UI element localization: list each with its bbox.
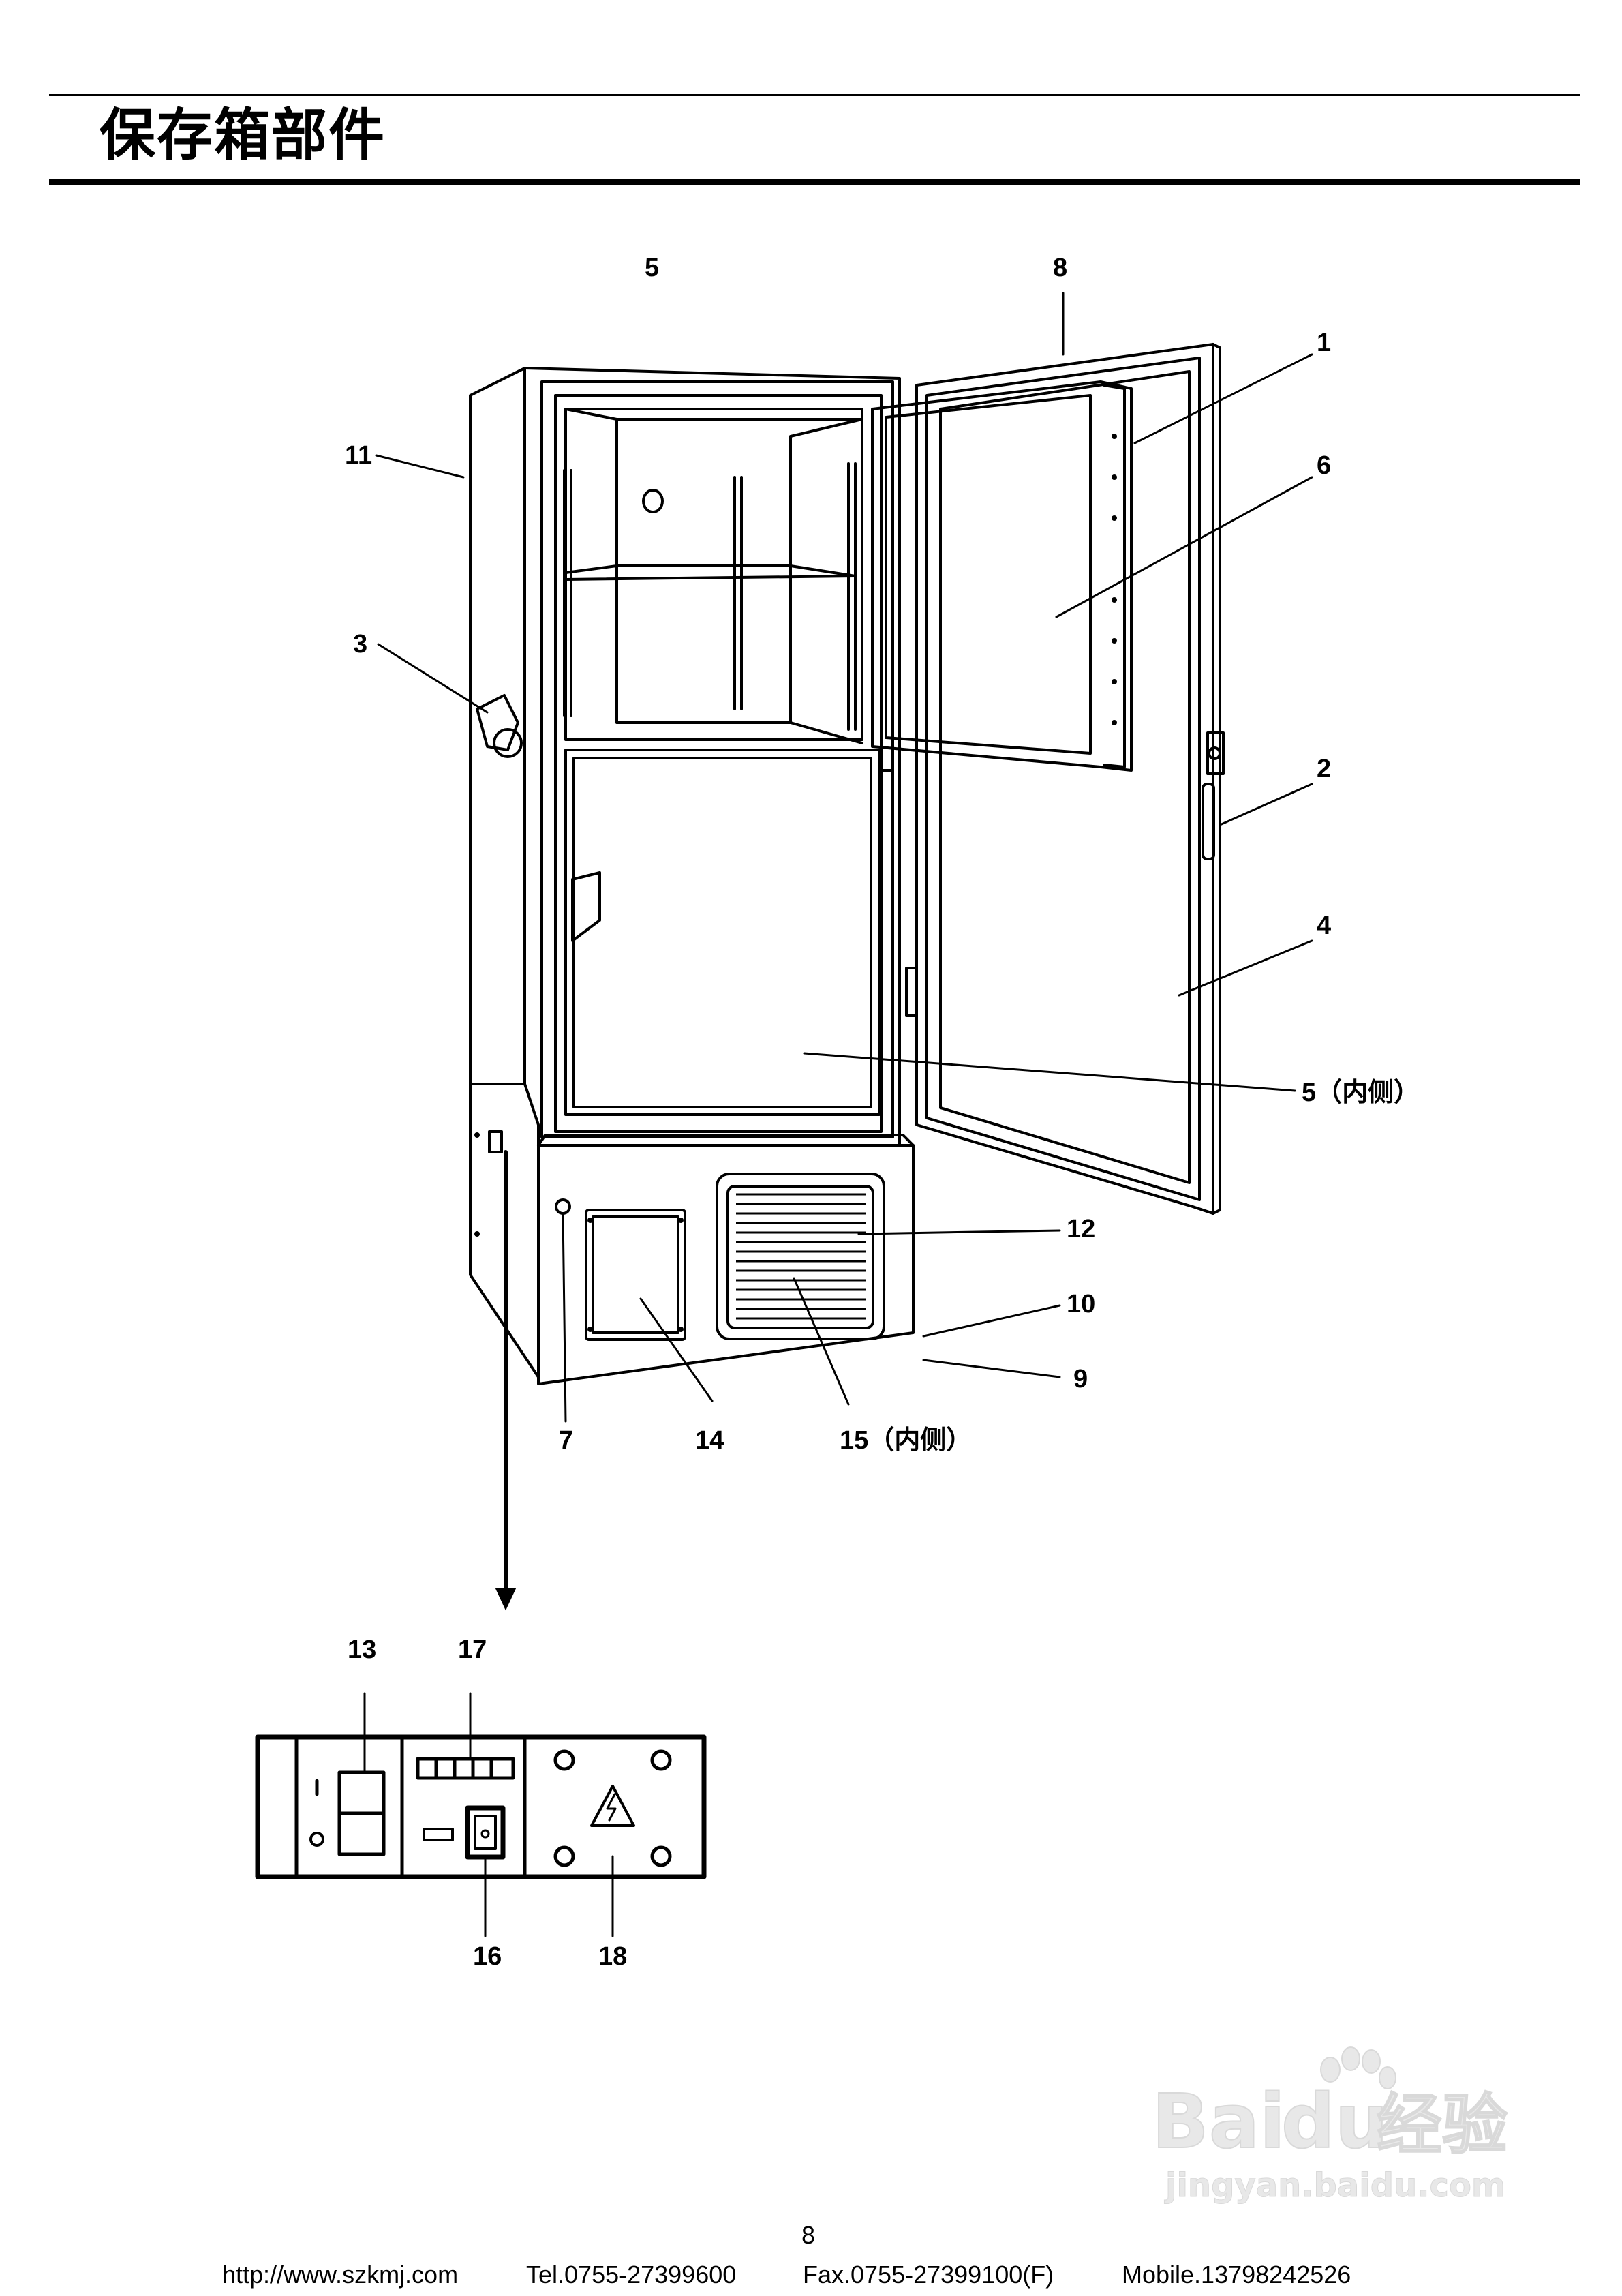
watermark-brand: Bai [1152, 2078, 1285, 2165]
callout-4: 4 [1317, 911, 1331, 940]
leader-11 [375, 454, 465, 479]
callout-5-inner: 5（内侧） [1302, 1078, 1420, 1107]
page-title: 保存箱部件 [100, 103, 386, 168]
outer-door-gasket [939, 370, 1191, 1184]
watermark-url: jingyan.baidu.com [1164, 2166, 1505, 2205]
shelf-rail-left [563, 469, 572, 717]
leader-5-inner [803, 1052, 1296, 1092]
page-number: 8 [801, 2221, 816, 2249]
callout-1: 1 [1317, 329, 1331, 357]
cabinet-opening-inner [554, 394, 883, 1133]
leader-1 [1133, 353, 1313, 444]
panel-screw-top-left [553, 1749, 575, 1771]
callout-17: 17 [458, 1635, 487, 1664]
door-hinge-rivets [474, 434, 1117, 1332]
callout-7: 7 [559, 1426, 573, 1455]
callout-5-top: 5 [645, 254, 659, 282]
terminal-block-17-cells [434, 1757, 493, 1780]
header-bottom-rule [49, 179, 1580, 185]
panel-screw-bottom-left [553, 1845, 575, 1867]
outer-door-inner-frame [925, 357, 1201, 1201]
baidu-jingyan-watermark: Bai du 经验 jingyan.baidu.com [1152, 2046, 1508, 2205]
access-panel-14 [585, 1209, 686, 1341]
footer-tel: Tel.0755-27399600 [526, 2261, 737, 2289]
leader-7 [562, 1212, 567, 1423]
leader-6 [1055, 476, 1313, 618]
callout-15-inner: 15（内侧） [840, 1426, 972, 1455]
panel-screw-top-right [650, 1749, 672, 1771]
outer-door-edge [1212, 343, 1221, 1215]
air-filter-grille-outer [716, 1173, 885, 1340]
callout-10: 10 [1067, 1290, 1095, 1318]
leader-9 [922, 1359, 1061, 1378]
lower-compartment [564, 749, 881, 1116]
door-handle-2 [1202, 783, 1215, 860]
control-panel [255, 1734, 707, 1879]
power-off-mark [309, 1832, 324, 1847]
callout-18: 18 [598, 1942, 627, 1971]
battery-switch-16-rocker [474, 1815, 497, 1850]
paw-logo-icon [1320, 2046, 1396, 2089]
upper-shelf [564, 564, 857, 581]
air-filter-grille-inner [726, 1185, 874, 1329]
side-vent-arrow-head [495, 1588, 517, 1611]
upper-compartment-back [564, 408, 863, 741]
callout-9: 9 [1073, 1365, 1088, 1393]
callout-8: 8 [1053, 254, 1067, 282]
access-port [642, 489, 664, 513]
leader-12 [857, 1229, 1061, 1235]
leader-2 [1219, 783, 1313, 826]
inner-door-upper [871, 380, 1133, 772]
battery-switch-16-led [480, 1829, 490, 1839]
shelf-rail-right [847, 462, 857, 731]
side-rail-lower [878, 769, 894, 1106]
inner-door-handle-left [571, 871, 601, 942]
machine-compartment-top [537, 1134, 915, 1147]
callout-13: 13 [348, 1635, 376, 1664]
leader-3 [377, 643, 489, 714]
key-lock-7 [555, 1198, 571, 1215]
leader-4 [1178, 939, 1313, 997]
door-hinge-right [1206, 731, 1225, 775]
outer-door [915, 343, 1214, 1215]
leader-14 [639, 1297, 714, 1402]
inner-door-upper-hinge-strip [1103, 384, 1126, 768]
side-vent [488, 1130, 503, 1153]
footer-mobile: Mobile.13798242526 [1122, 2261, 1351, 2289]
footer-website-link[interactable]: http://www.szkmj.com [222, 2261, 459, 2289]
machine-compartment [537, 1144, 915, 1385]
panel-screw-bottom-right [650, 1845, 672, 1867]
footer-fax: Fax.0755-27399100(F) [803, 2261, 1054, 2289]
header-top-rule [49, 94, 1580, 96]
terminal-block-17 [416, 1757, 515, 1780]
leader-10 [922, 1304, 1061, 1338]
callout-16: 16 [473, 1942, 502, 1971]
battery-mark [423, 1828, 454, 1841]
cabinet-opening-outer [540, 380, 894, 1138]
watermark-jingyan: 经验 [1377, 2087, 1508, 2163]
latch-assembly [476, 694, 519, 751]
lightning-bolt-icon [606, 1793, 617, 1822]
callout-2: 2 [1317, 755, 1331, 783]
callout-12: 12 [1067, 1215, 1095, 1243]
door-latch-catch [905, 967, 918, 1017]
callout-14: 14 [695, 1426, 724, 1455]
high-voltage-warning-icon [590, 1785, 635, 1827]
leader-15 [793, 1277, 850, 1406]
latch-knob [493, 728, 523, 758]
door-hinge-bolt [1208, 746, 1221, 760]
callout-3: 3 [353, 630, 367, 659]
callout-11: 11 [345, 441, 372, 470]
callout-6: 6 [1317, 451, 1331, 480]
shelf-rail-mid [733, 476, 743, 710]
watermark-brand-du: du [1281, 2078, 1388, 2165]
inner-door-upper-inset [885, 394, 1092, 755]
access-panel-14-inset [592, 1215, 679, 1334]
upper-compartment-walls [564, 408, 863, 744]
air-filter-grille-slats [736, 1193, 866, 1320]
